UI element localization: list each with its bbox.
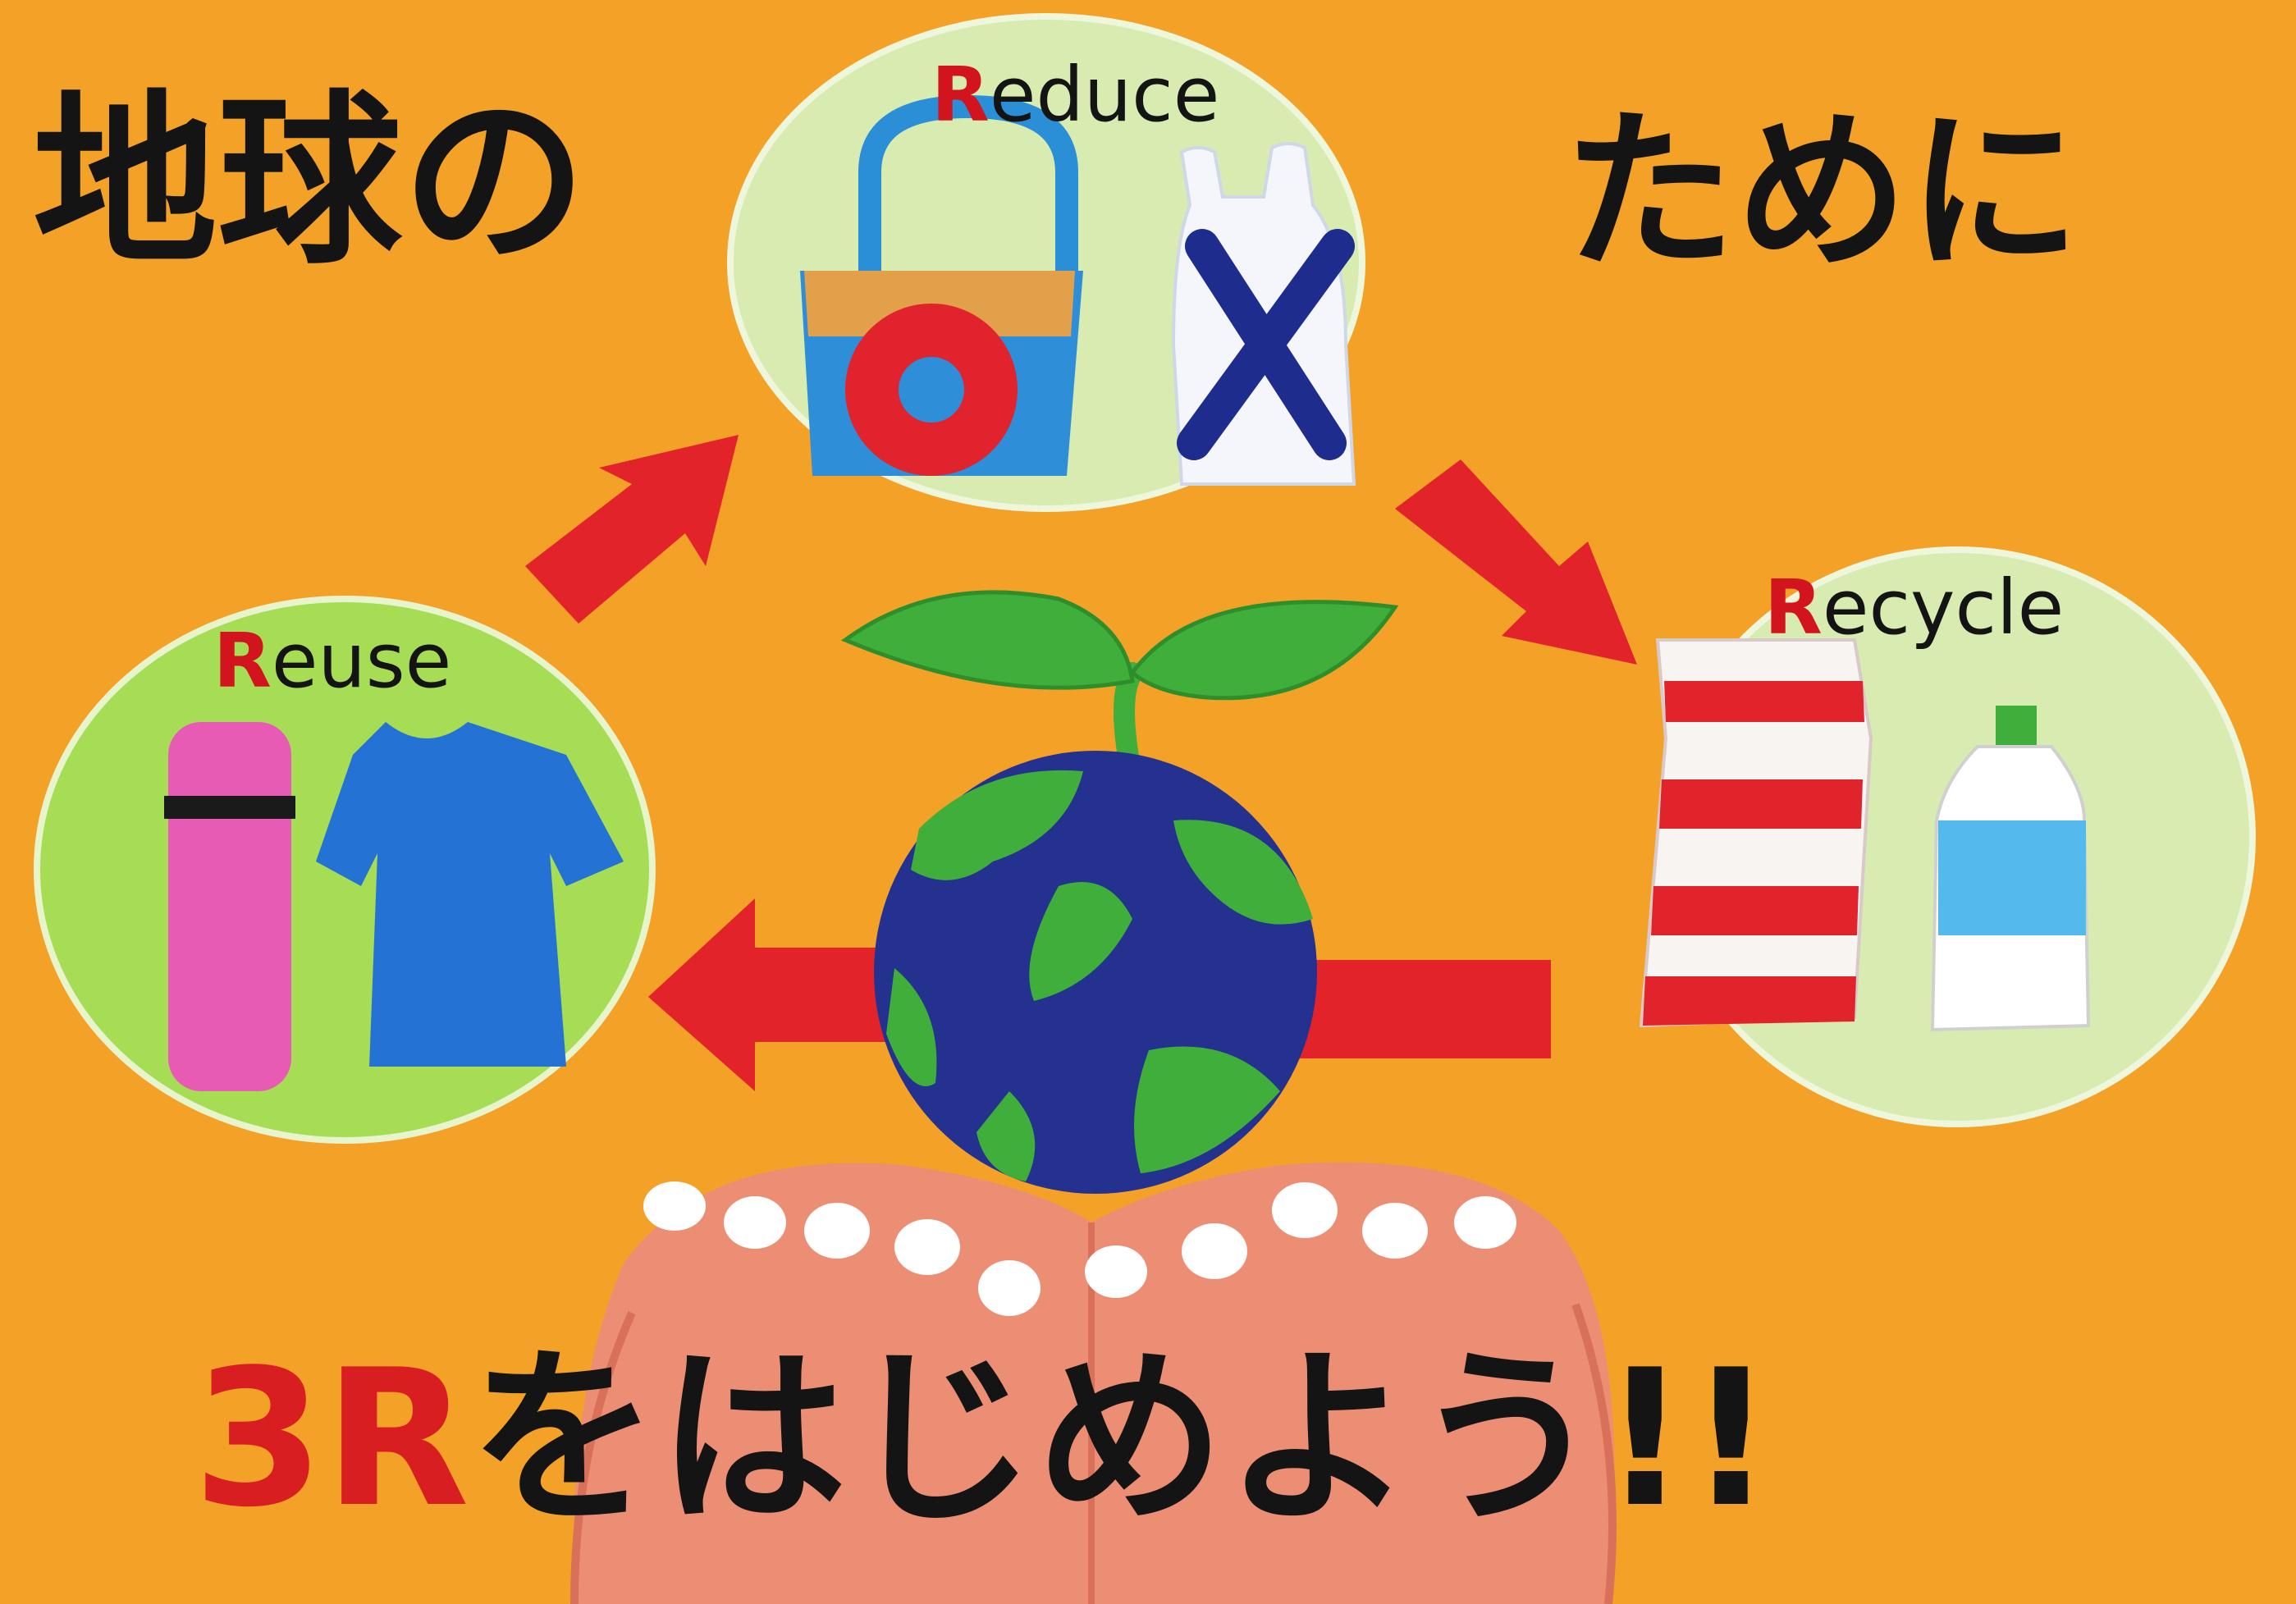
reuse-bubble — [34, 596, 656, 1144]
recycle-label-initial: R — [1764, 564, 1823, 651]
reduce-label: Reduce — [931, 57, 1219, 133]
recycle-label-rest: ecycle — [1822, 564, 2065, 651]
plastic-bag-cross-icon — [1171, 142, 1356, 486]
recycle-bubble — [1639, 546, 2256, 1127]
reduce-label-initial: R — [931, 51, 990, 139]
t-shirt-icon — [316, 722, 624, 1067]
arrow-reduce-to-recycle — [1395, 459, 1637, 665]
earth-icon — [874, 751, 1317, 1194]
recycle-label: Recycle — [1764, 570, 2064, 646]
pet-bottle-icon — [1930, 706, 2091, 1032]
reduce-label-rest: educe — [989, 51, 1220, 139]
fingernails — [643, 1181, 1516, 1316]
headline-left: 地球の — [33, 75, 587, 290]
arrow-reuse-to-reduce — [525, 435, 739, 624]
water-bottle-icon — [164, 722, 295, 1091]
reuse-label-initial: R — [213, 617, 272, 705]
hands-icon — [570, 1162, 1617, 1604]
reuse-label: Reuse — [213, 624, 451, 699]
reuse-label-rest: euse — [271, 617, 452, 705]
slogan-3r: 3R — [193, 1330, 470, 1549]
sprout-icon — [840, 590, 1399, 790]
arrow-earth-to-reuse — [648, 898, 1551, 1091]
reduce-bubble — [727, 13, 1365, 512]
slogan: 3Rをはじめよう!! — [193, 1346, 1774, 1534]
slogan-rest: をはじめよう!! — [469, 1330, 1774, 1549]
milk-carton-icon — [1639, 638, 1873, 1028]
headline-right: ために — [1563, 92, 2081, 293]
eco-bag-icon — [800, 94, 1083, 476]
